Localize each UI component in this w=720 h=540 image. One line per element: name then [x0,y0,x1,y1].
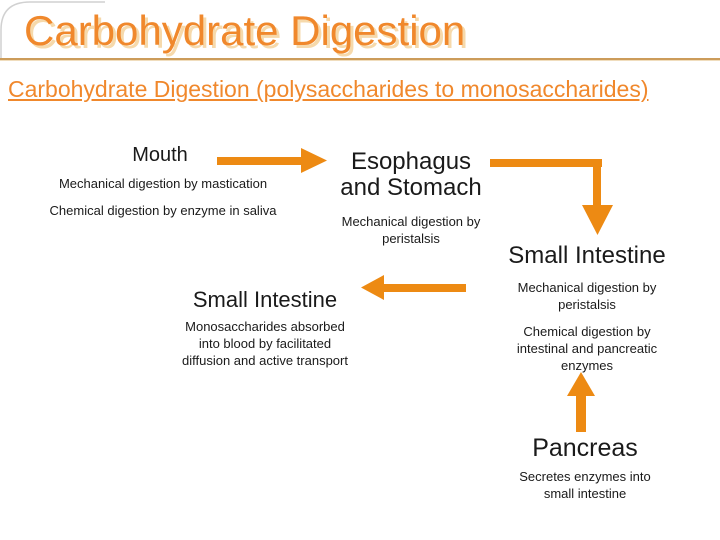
si-left-detail-line2: into blood by facilitated [198,336,332,351]
mouth-detail-saliva: Chemical digestion by enzyme in saliva [49,203,277,218]
mouth-details: Mechanical digestion by mastication Chem… [13,175,313,219]
pancreas-detail: Secretes enzymes into small intestine [505,468,665,502]
esophagus-title-line1: Esophagus [350,148,472,175]
si-right-detail-peristalsis: Mechanical digestion by peristalsis [507,279,667,313]
arrow-right-to-left-small-intestine-icon [361,275,466,300]
slide-title: Carbohydrate Digestion [24,7,466,54]
esophagus-stomach-detail: Mechanical digestion by peristalsis [331,213,491,247]
esophagus-detail-line2: peristalsis [382,231,440,246]
title-divider [0,58,720,61]
si-left-detail-line1: Monosaccharides absorbed [185,319,345,334]
small-intestine-right-details: Mechanical digestion by peristalsis Chem… [507,279,667,374]
esophagus-detail-line1: Mechanical digestion by [341,214,481,229]
mouth-title: Mouth [132,144,188,166]
esophagus-title-line2: and Stomach [340,174,482,201]
si-right-d1-line1: Mechanical digestion by [517,280,657,295]
si-right-d2-line2: intestinal and pancreatic [516,341,658,356]
si-right-detail-enzymes: Chemical digestion by intestinal and pan… [507,323,667,374]
small-intestine-right-title: Small Intestine [508,242,666,269]
esophagus-stomach-title: Esophagus and Stomach [331,149,491,201]
si-left-detail-line3: diffusion and active transport [182,353,348,368]
mouth-detail-mastication: Mechanical digestion by mastication [58,176,268,191]
si-right-d2-line3: enzymes [560,358,614,373]
slide-corner-border [0,1,105,58]
arrow-mouth-to-esophagus-icon [217,148,327,173]
si-right-d1-line2: peristalsis [558,297,616,312]
arrow-pancreas-to-small-intestine-icon [567,372,595,432]
small-intestine-left-title: Small Intestine [192,287,338,312]
arrow-esophagus-to-small-intestine-icon [490,159,613,235]
slide-subtitle: Carbohydrate Digestion (polysaccharides … [8,76,649,102]
pancreas-detail-line2: small intestine [543,486,627,501]
pancreas-title: Pancreas [532,434,638,462]
si-right-d2-line1: Chemical digestion by [523,324,651,339]
pancreas-detail-line1: Secretes enzymes into [519,469,651,484]
small-intestine-left-detail: Monosaccharides absorbed into blood by f… [170,318,360,369]
